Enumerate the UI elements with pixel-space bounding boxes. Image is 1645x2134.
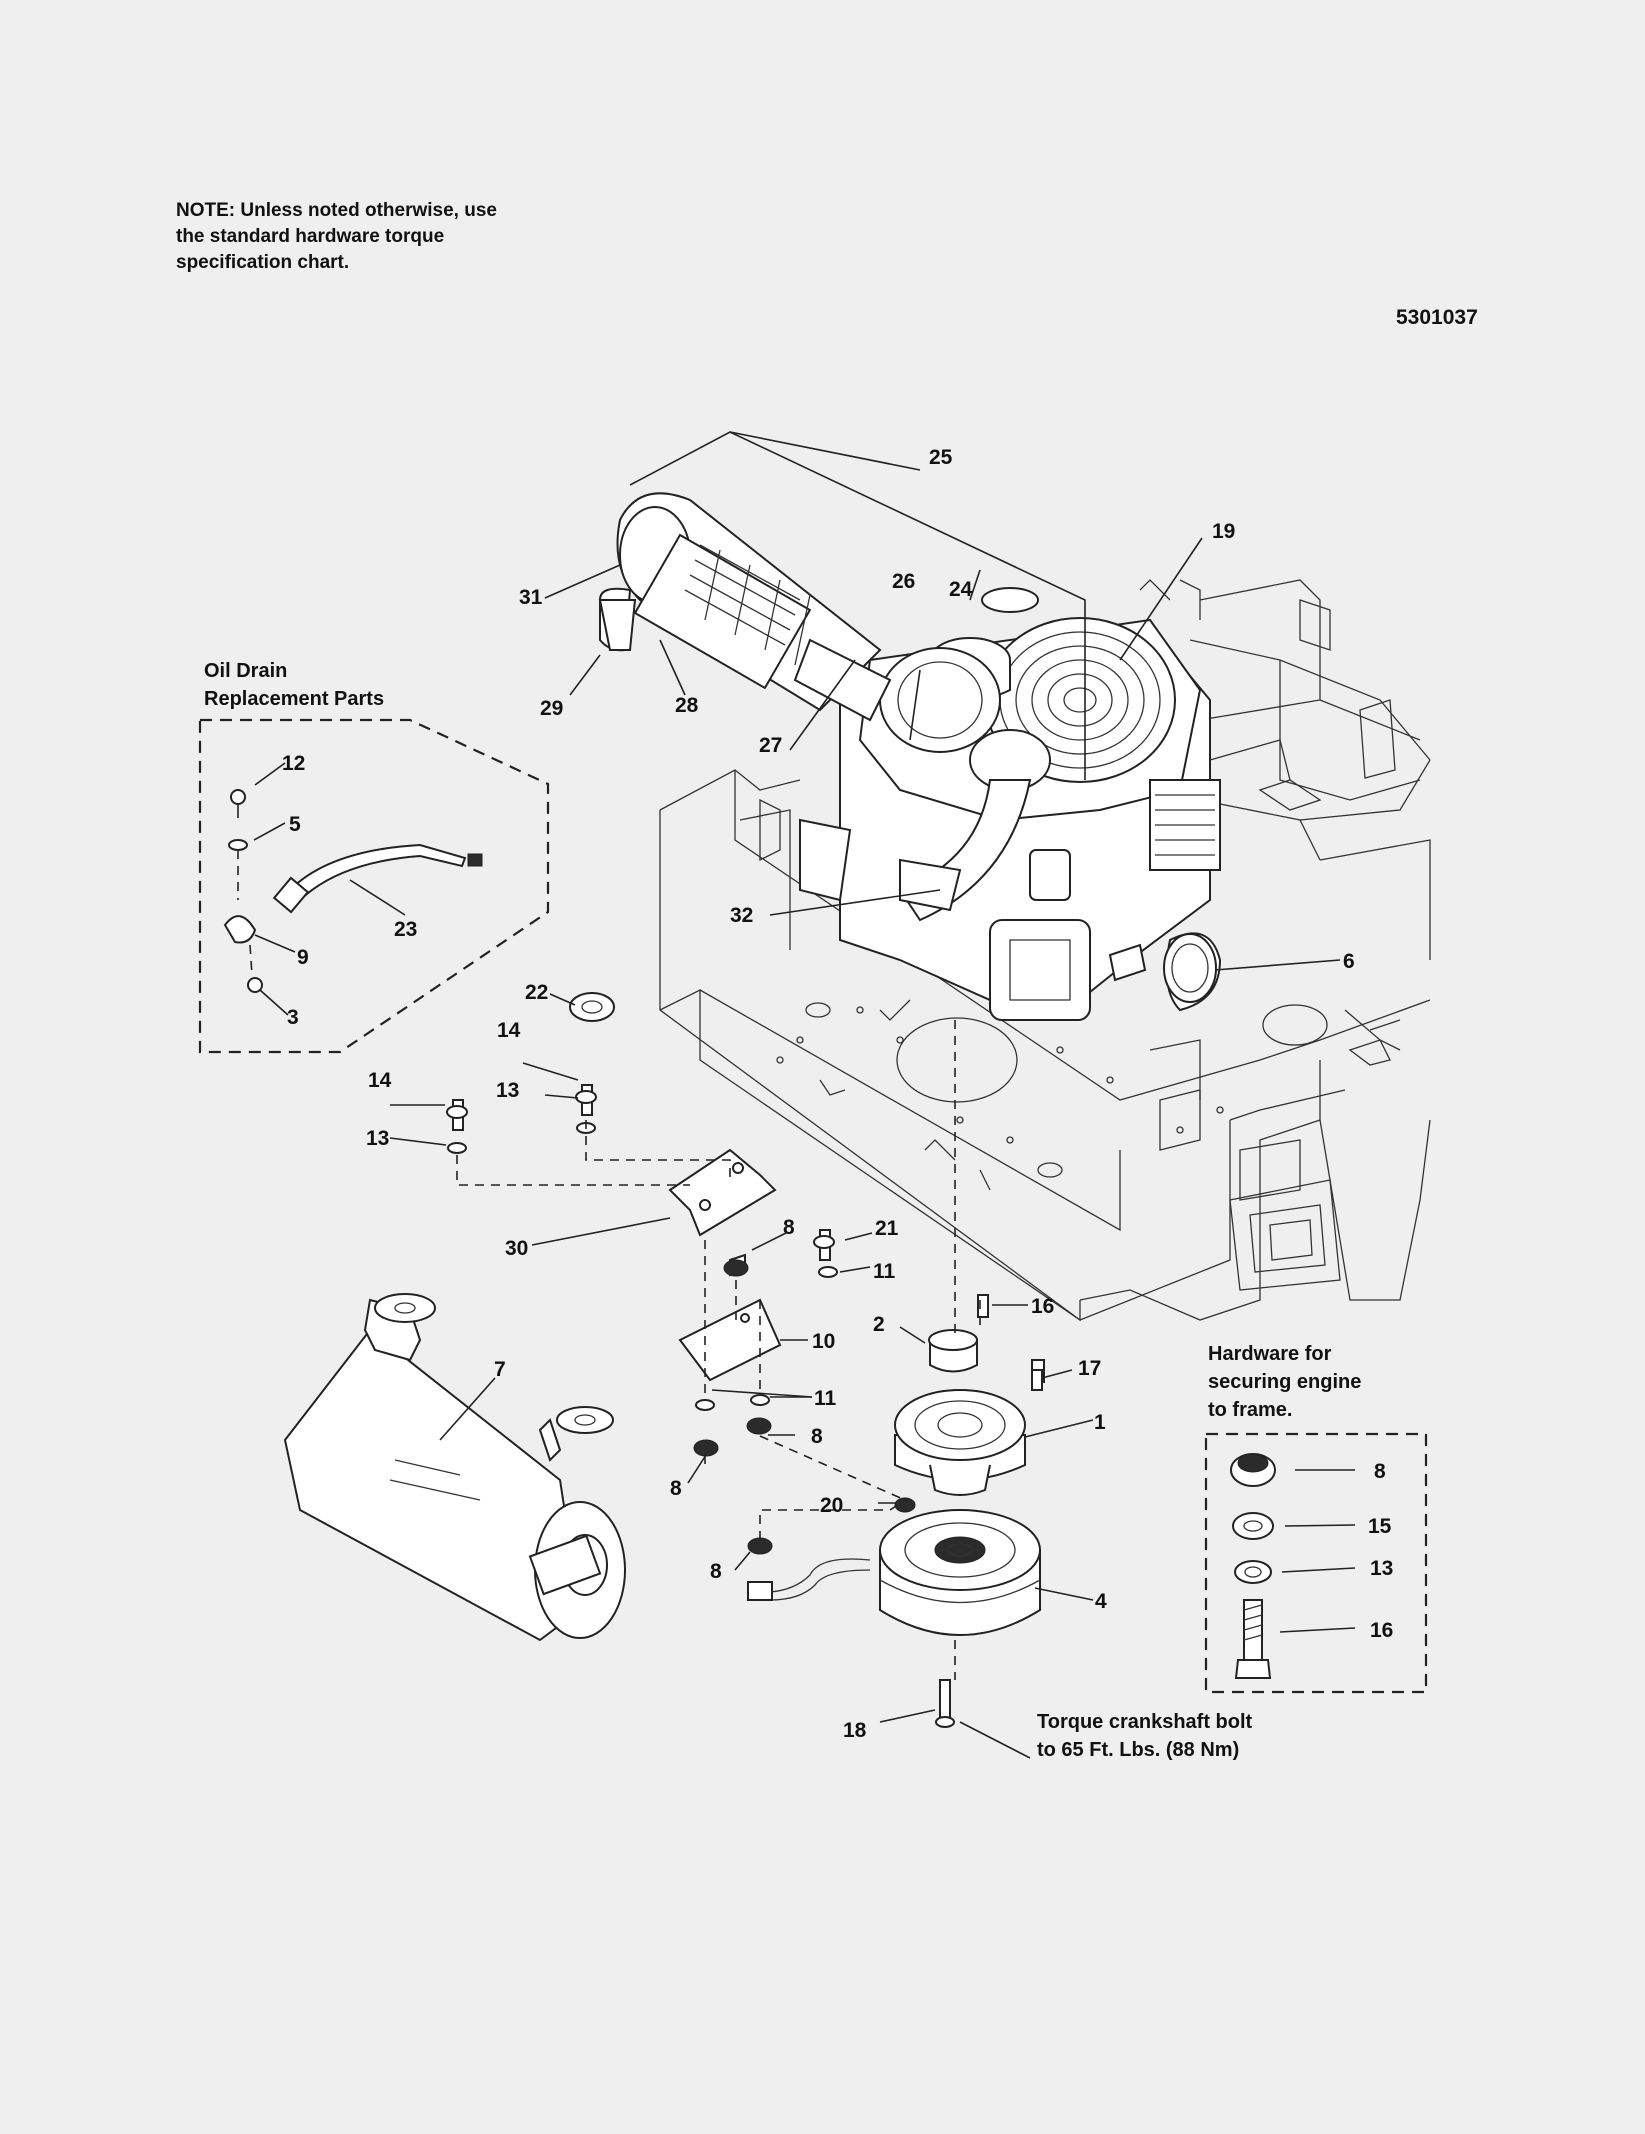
oil-drain-title: Oil Drain Replacement Parts bbox=[204, 660, 384, 710]
muffler-drawing bbox=[283, 1293, 626, 1642]
torque-note-line-1: Torque crankshaft bolt bbox=[1037, 1711, 1253, 1733]
note-line-1: NOTE: Unless noted otherwise, use bbox=[176, 200, 497, 221]
callout-30: 30 bbox=[505, 1237, 528, 1260]
oil-drain-title-line-1: Oil Drain bbox=[204, 660, 287, 682]
callout-3: 3 bbox=[287, 1006, 299, 1029]
callout-26: 26 bbox=[892, 570, 915, 593]
air-filter-drawing bbox=[598, 492, 892, 722]
hardware-title-line-1: Hardware for bbox=[1208, 1343, 1332, 1365]
callout-8-d: 8 bbox=[710, 1560, 722, 1583]
hardware-title-line-2: securing engine bbox=[1208, 1371, 1361, 1393]
callout-31: 31 bbox=[519, 586, 543, 609]
callout-23: 23 bbox=[394, 918, 417, 941]
callout-2: 2 bbox=[873, 1313, 885, 1336]
callout-8-b: 8 bbox=[811, 1425, 823, 1448]
callout-27: 27 bbox=[759, 734, 782, 757]
callout-19: 19 bbox=[1212, 520, 1235, 543]
callout-8-a: 8 bbox=[783, 1216, 795, 1239]
hardware-callout-16: 16 bbox=[1370, 1619, 1393, 1642]
hardware-callout-13: 13 bbox=[1370, 1557, 1393, 1580]
hardware-callout-8: 8 bbox=[1374, 1460, 1386, 1483]
callout-16: 16 bbox=[1031, 1295, 1054, 1318]
oil-drain-box bbox=[198, 718, 550, 1054]
hardware-title: Hardware for securing engine to frame. bbox=[1208, 1343, 1361, 1421]
callout-17: 17 bbox=[1078, 1357, 1101, 1380]
hardware-box bbox=[1204, 1432, 1428, 1694]
torque-note-line-2: to 65 Ft. Lbs. (88 Nm) bbox=[1037, 1739, 1239, 1761]
callout-20: 20 bbox=[820, 1494, 843, 1517]
callout-21: 21 bbox=[875, 1217, 899, 1240]
assembly-lines bbox=[456, 1020, 981, 1680]
callout-18: 18 bbox=[843, 1719, 867, 1742]
callout-24: 24 bbox=[949, 578, 973, 601]
callout-7: 7 bbox=[494, 1358, 506, 1381]
callout-1: 1 bbox=[1094, 1411, 1106, 1434]
callout-11-b: 11 bbox=[814, 1387, 837, 1410]
oil-drain-title-line-2: Replacement Parts bbox=[204, 688, 384, 710]
pulley-clutch-drawing bbox=[747, 1329, 1043, 1636]
callout-14-upper: 14 bbox=[497, 1019, 521, 1042]
note-line-2: the standard hardware torque bbox=[176, 226, 445, 247]
callout-11-a: 11 bbox=[873, 1260, 896, 1283]
callout-14-lower: 14 bbox=[368, 1069, 392, 1092]
hardware-box-parts bbox=[1230, 1453, 1276, 1679]
callout-labels: 25 19 31 26 24 29 28 27 12 5 23 9 3 32 6… bbox=[282, 446, 1393, 1742]
callout-6: 6 bbox=[1343, 950, 1355, 973]
callout-13-upper: 13 bbox=[496, 1079, 519, 1102]
callout-4: 4 bbox=[1095, 1590, 1107, 1613]
note-line-3: specification chart. bbox=[176, 252, 350, 273]
hardware-callout-15: 15 bbox=[1368, 1515, 1392, 1538]
callout-10: 10 bbox=[812, 1330, 835, 1353]
callout-8-c: 8 bbox=[670, 1477, 682, 1500]
callout-25: 25 bbox=[929, 446, 953, 469]
note-text: NOTE: Unless noted otherwise, use the st… bbox=[176, 198, 596, 276]
callout-5: 5 bbox=[289, 813, 301, 836]
callout-29: 29 bbox=[540, 697, 563, 720]
callout-13-lower: 13 bbox=[366, 1127, 389, 1150]
oil-drain-parts bbox=[223, 789, 483, 993]
callout-12: 12 bbox=[282, 752, 305, 775]
hardware-title-line-3: to frame. bbox=[1208, 1399, 1292, 1421]
callout-22: 22 bbox=[525, 981, 548, 1004]
callout-32: 32 bbox=[730, 904, 753, 927]
torque-note: Torque crankshaft bolt to 65 Ft. Lbs. (8… bbox=[1037, 1711, 1253, 1761]
callout-9: 9 bbox=[297, 946, 309, 969]
leader-lines bbox=[253, 431, 1356, 1759]
document-number: 5301037 bbox=[1396, 306, 1478, 329]
engine-drawing bbox=[799, 587, 1222, 1021]
callout-28: 28 bbox=[675, 694, 699, 717]
